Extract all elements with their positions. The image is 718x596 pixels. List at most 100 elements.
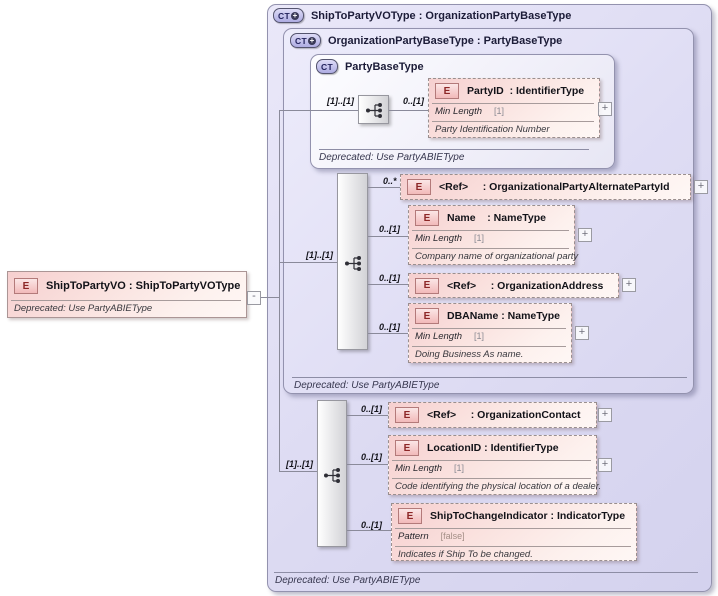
cardinality-label: 0..[1] xyxy=(361,452,383,462)
divider xyxy=(274,572,698,573)
annotation-text: Indicates if Ship To be changed. xyxy=(398,549,533,560)
facet-row: Min Length [1] xyxy=(432,103,594,121)
facet-value: [false] xyxy=(440,531,465,541)
facet-row: Min Length [1] xyxy=(392,460,591,478)
connector-line xyxy=(347,530,391,531)
element-title-row: E ShipToPartyVO : ShipToPartyVOType xyxy=(8,272,246,300)
element-name: ShipToPartyVO : ShipToPartyVOType xyxy=(46,280,241,292)
complextype-icon[interactable]: CT+ xyxy=(273,8,304,23)
cardinality-label: [1]..[1] xyxy=(327,96,354,106)
element-dbaname[interactable]: E DBAName : NameType Min Length [1] Doin… xyxy=(408,303,572,363)
element-title-row: E LocationID : IdentifierType xyxy=(389,436,596,460)
ct-badge-label: CT xyxy=(295,35,307,46)
expand-button[interactable]: + xyxy=(575,326,589,340)
element-name: LocationID : IdentifierType xyxy=(427,442,559,454)
annotation-text: Code identifying the physical location o… xyxy=(395,481,602,492)
element-shiptopartyvo-root[interactable]: E ShipToPartyVO : ShipToPartyVOType Depr… xyxy=(7,271,247,318)
cardinality-label: 0..[1] xyxy=(379,224,401,234)
connector-line xyxy=(279,471,317,472)
element-ref-organizationalpartyalternatepartyid[interactable]: E <Ref> : OrganizationalPartyAlternatePa… xyxy=(400,174,691,200)
facet-name: Pattern xyxy=(398,531,429,542)
cardinality-label: 0..[1] xyxy=(379,322,401,332)
plus-icon: + xyxy=(307,35,316,45)
connector-line xyxy=(279,110,358,111)
expand-button[interactable]: + xyxy=(578,228,592,242)
container-title: PartyBaseType xyxy=(344,60,424,73)
deprecated-note: Deprecated: Use PartyABIEType xyxy=(294,380,440,391)
annotation-row: Code identifying the physical location o… xyxy=(392,478,601,496)
connector-line xyxy=(347,415,388,416)
collapse-button[interactable]: - xyxy=(247,291,261,305)
element-name: <Ref> : OrganizationalPartyAlternatePart… xyxy=(439,181,670,193)
expand-button[interactable]: + xyxy=(598,458,612,472)
connector-line xyxy=(389,110,428,111)
divider xyxy=(292,377,687,378)
container-title: ShipToPartyVOType : OrganizationPartyBas… xyxy=(310,9,572,22)
expand-button[interactable]: + xyxy=(598,102,612,116)
sequence-compositor[interactable] xyxy=(358,95,389,124)
expand-button[interactable]: + xyxy=(622,278,636,292)
complextype-icon[interactable]: CT+ xyxy=(290,33,321,48)
element-icon: E xyxy=(407,179,431,195)
sequence-icon xyxy=(366,103,382,118)
element-title-row: E ShipToChangeIndicator : IndicatorType xyxy=(392,504,636,528)
element-ref-organizationaddress[interactable]: E <Ref> : OrganizationAddress xyxy=(408,273,619,298)
annotation-row: Party Identification Number xyxy=(432,121,594,139)
container-header: CT PartyBaseType xyxy=(316,59,424,74)
connector-line xyxy=(279,262,337,263)
element-title-row: E DBAName : NameType xyxy=(409,304,571,328)
element-icon: E xyxy=(415,277,439,294)
cardinality-label: [1]..[1] xyxy=(306,250,333,260)
element-title-row: E <Ref> : OrganizationAddress xyxy=(409,274,618,297)
annotation-row: Company name of organizational party xyxy=(412,248,578,266)
facet-name: Min Length xyxy=(415,331,463,342)
cardinality-label: 0..[1] xyxy=(403,96,425,106)
element-title-row: E <Ref> : OrganizationContact xyxy=(389,403,596,427)
element-icon: E xyxy=(435,83,459,99)
expand-button[interactable]: + xyxy=(694,180,708,194)
plus-icon: + xyxy=(290,10,299,20)
connector-line xyxy=(368,333,408,334)
element-title-row: E Name : NameType xyxy=(409,206,574,230)
facet-value: [1] xyxy=(474,233,485,243)
complextype-icon[interactable]: CT xyxy=(316,59,338,74)
element-ref-organizationcontact[interactable]: E <Ref> : OrganizationContact xyxy=(388,402,597,428)
annotation-row: Indicates if Ship To be changed. xyxy=(395,546,631,564)
facet-value: [1] xyxy=(494,106,505,116)
deprecated-note: Deprecated: Use PartyABIEType xyxy=(319,152,465,163)
element-icon: E xyxy=(395,440,419,456)
cardinality-label: [1]..[1] xyxy=(286,459,313,469)
cardinality-label: 0..[1] xyxy=(361,404,383,414)
facet-name: Min Length xyxy=(415,233,463,244)
sequence-icon xyxy=(345,256,361,271)
container-title: OrganizationPartyBaseType : PartyBaseTyp… xyxy=(327,34,563,47)
annotation-row: Deprecated: Use PartyABIEType xyxy=(11,300,241,320)
ct-badge-label: CT xyxy=(321,61,333,72)
element-name: PartyID : IdentifierType xyxy=(467,85,585,97)
element-icon: E xyxy=(398,508,422,524)
connector-line xyxy=(260,297,280,298)
sequence-compositor[interactable] xyxy=(337,173,368,350)
cardinality-label: 0..[1] xyxy=(361,520,383,530)
element-partyid[interactable]: E PartyID : IdentifierType Min Length [1… xyxy=(428,78,600,138)
element-name[interactable]: E Name : NameType Min Length [1] Company… xyxy=(408,205,578,266)
sequence-compositor[interactable] xyxy=(317,400,347,547)
divider xyxy=(319,149,589,150)
element-shiptochangeindicator[interactable]: E ShipToChangeIndicator : IndicatorType … xyxy=(391,503,637,561)
element-name: ShipToChangeIndicator : IndicatorType xyxy=(430,510,626,522)
element-title-row: E <Ref> : OrganizationalPartyAlternatePa… xyxy=(401,175,690,199)
element-locationid[interactable]: E LocationID : IdentifierType Min Length… xyxy=(388,435,601,496)
facet-value: [1] xyxy=(454,463,465,473)
expand-button[interactable]: + xyxy=(598,408,612,422)
cardinality-label: 0..* xyxy=(383,176,397,186)
container-header: CT+ OrganizationPartyBaseType : PartyBas… xyxy=(290,33,562,48)
element-icon: E xyxy=(415,210,439,226)
element-name: <Ref> : OrganizationAddress xyxy=(447,279,604,292)
cardinality-label: 0..[1] xyxy=(379,273,401,283)
annotation-text: Party Identification Number xyxy=(435,124,550,135)
facet-name: Min Length xyxy=(395,463,443,474)
connector-trunk-line xyxy=(279,110,280,471)
element-icon: E xyxy=(415,308,439,324)
annotation-row: Doing Business As name. xyxy=(412,346,566,364)
